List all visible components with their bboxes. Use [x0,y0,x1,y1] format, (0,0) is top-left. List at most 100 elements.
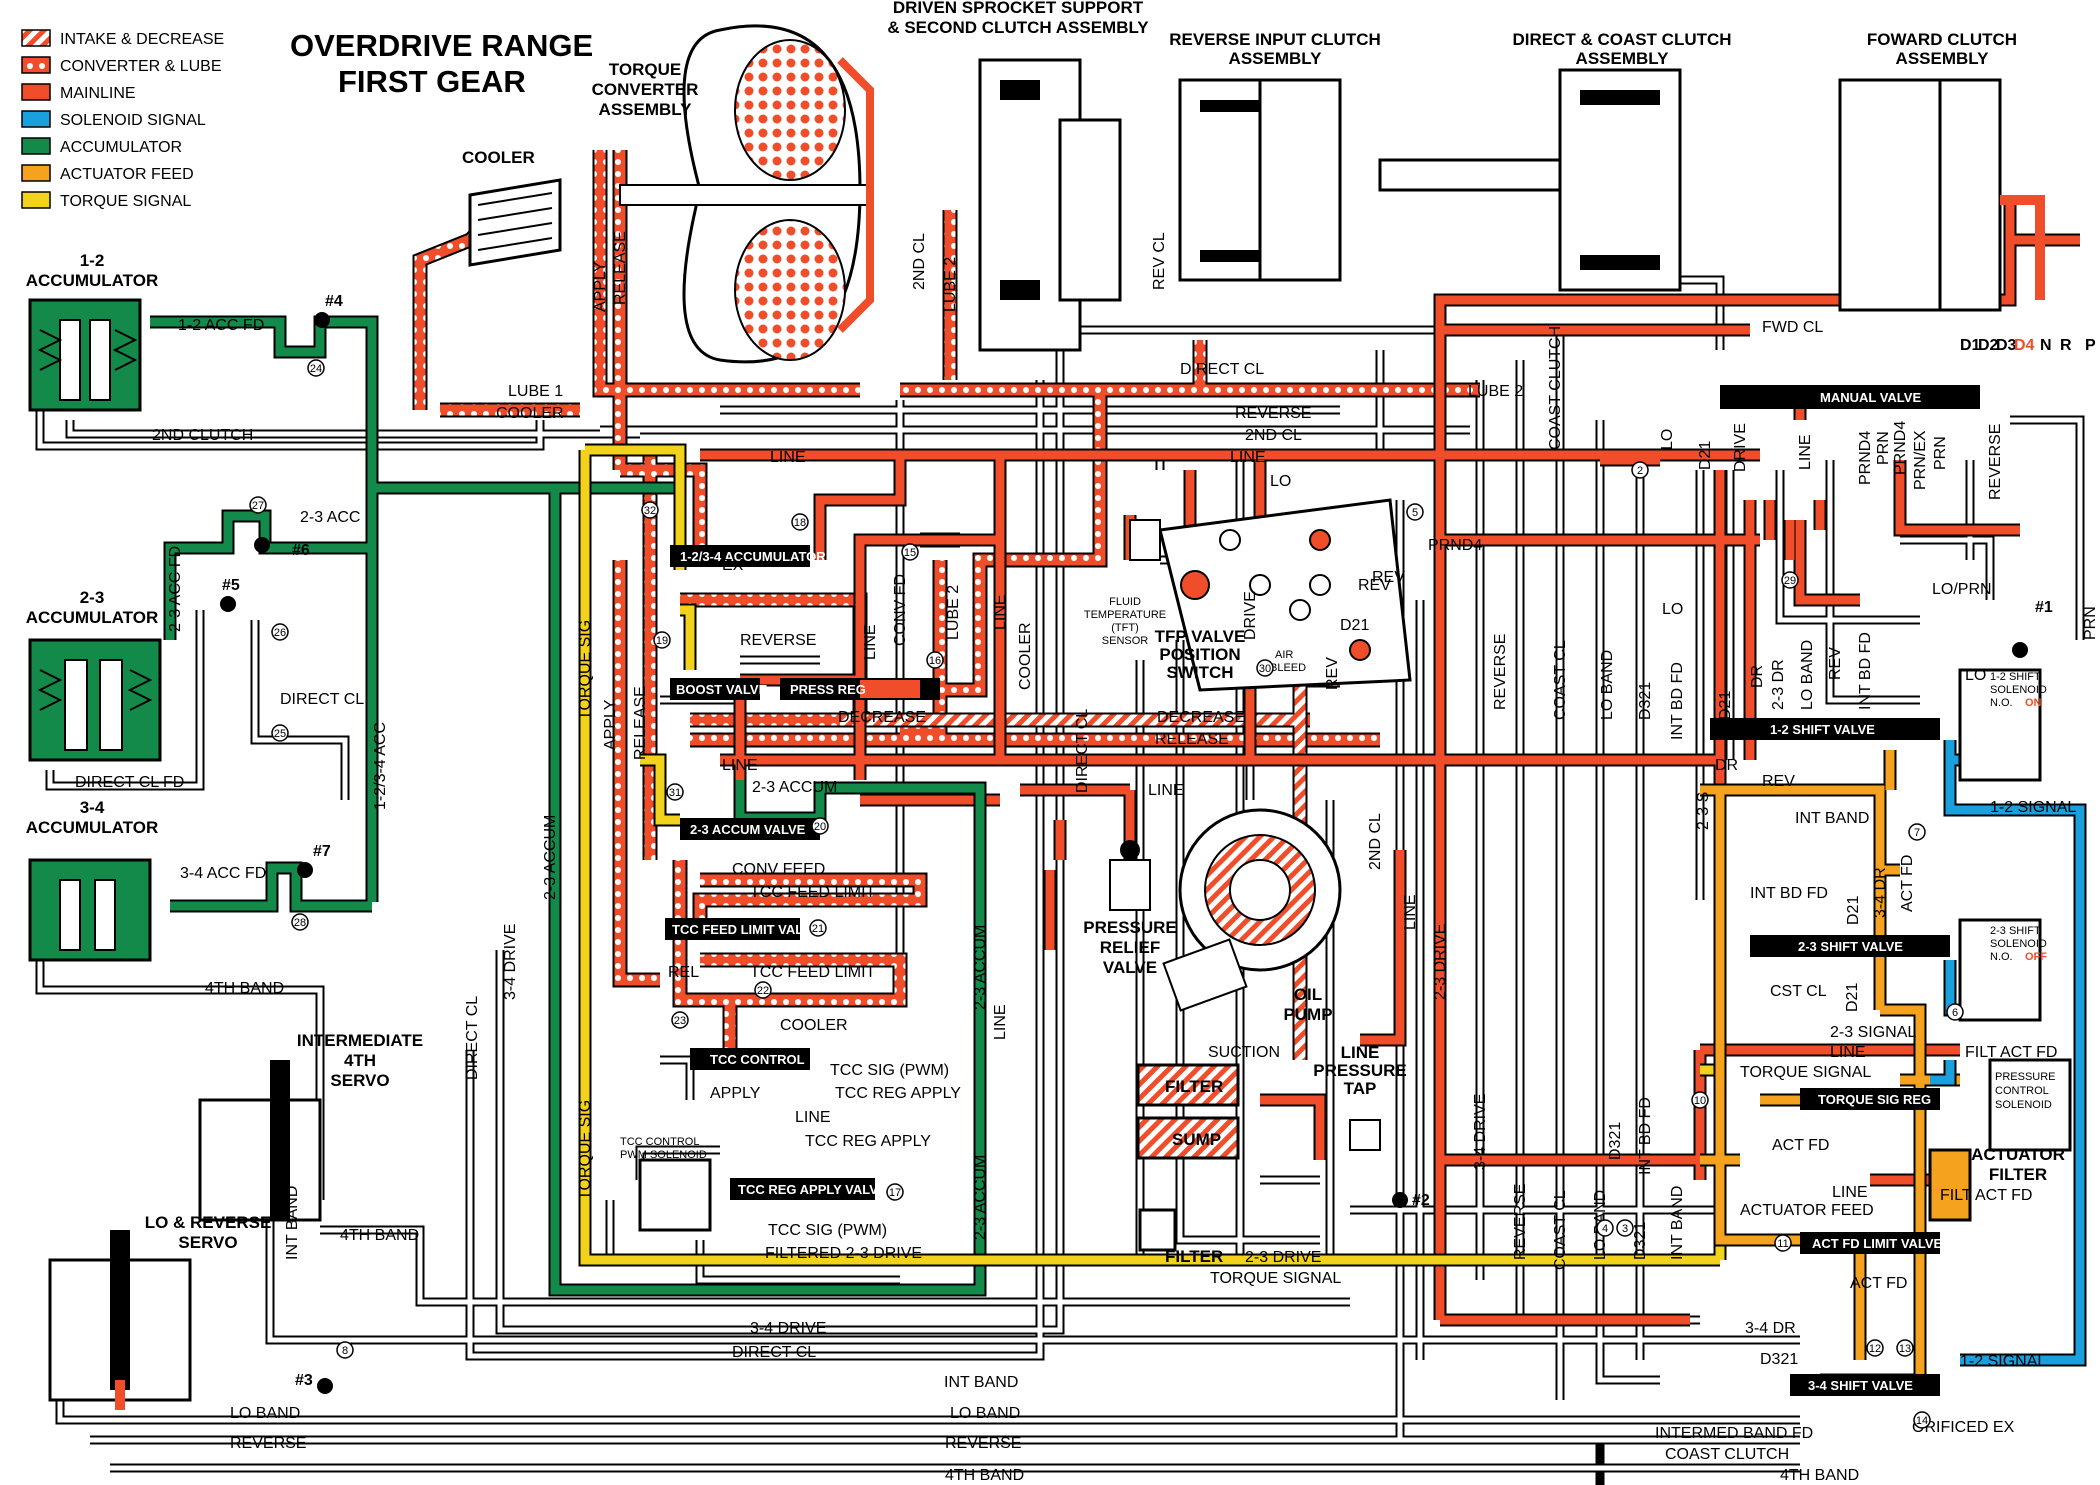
orifice-number: 15 [904,547,916,559]
orifice-marker [1406,503,1424,521]
tfp-label-3: SWITCH [1166,663,1233,682]
orifice-marker [926,651,944,669]
orifice-marker [809,919,827,937]
svg-text:#1: #1 [2035,599,2053,616]
forward-clutch-label-2: ASSEMBLY [1896,49,1990,68]
orifice-marker [1774,1234,1792,1252]
svg-text:N: N [2040,337,2052,354]
orifice-number: 5 [1412,507,1418,519]
svg-text:2ND CL: 2ND CL [911,233,928,290]
int-servo-label-2: 4TH [344,1051,376,1070]
pcs-label-1: PRESSURE [1995,1071,2056,1083]
orifice-number: 23 [674,1015,686,1027]
driven-label-1: DRIVEN SPROCKET SUPPORT [893,0,1144,17]
orifice-number: 30 [1259,663,1271,675]
svg-text:LINE: LINE [722,757,758,774]
manual-positions: D1 D2 D3 D4 N R P [1960,337,2096,354]
svg-text:P: P [2085,337,2096,354]
svg-text:APPLY: APPLY [592,261,609,312]
svg-text:3-4 DR: 3-4 DR [1872,867,1889,918]
svg-text:TCC REG APPLY VALVE: TCC REG APPLY VALVE [738,1182,887,1197]
svg-text:DR: DR [1749,665,1766,688]
svg-text:INT BD FD: INT BD FD [1637,1097,1654,1175]
orifice-marker [1631,461,1649,479]
svg-text:D21: D21 [1844,983,1861,1012]
pcs-body [1988,1058,2072,1152]
exhaust-passages-inner [37,277,2083,1471]
s23-state: OFF [2025,951,2047,963]
s23-body [1958,918,2042,1022]
orifice-marker [291,913,309,931]
s12-name-3: N.O. [1990,697,2013,709]
air-bleed-label-1: AIR [1275,649,1293,661]
valve-acc-1234: 1-2/3-4 ACCUMULATOR [670,545,826,567]
valve-shift-23: 2-3 SHIFT VALVE [1750,935,1950,957]
passage-labels: 1-2 ACC FD 2ND CLUTCH 2-3 ACC 2-3 ACC FD… [75,231,2099,1484]
forward-clutch [1838,78,2045,312]
svg-text:3-4 DRIVE: 3-4 DRIVE [1472,1094,1489,1170]
torque-converter-label-3: ASSEMBLY [599,100,693,119]
svg-text:REVERSE: REVERSE [1512,1184,1529,1260]
orifice-number: 4 [1602,1223,1608,1235]
orifice-marker [1596,1219,1614,1237]
int-servo-label-3: SERVO [330,1071,389,1090]
svg-text:TCC CONTROL: TCC CONTROL [710,1052,805,1067]
svg-text:#6: #6 [292,542,310,559]
svg-text:D321: D321 [1632,1222,1649,1260]
svg-text:D2: D2 [1978,337,1999,354]
svg-text:BOOST VALVE: BOOST VALVE [676,682,768,697]
svg-text:TCC FEED LIMIT: TCC FEED LIMIT [750,964,876,981]
svg-text:CST CL: CST CL [1770,983,1827,1000]
svg-text:REV: REV [1827,647,1844,680]
orifice-number: 2 [1637,465,1643,477]
legend-swatch [21,191,51,209]
svg-text:2-3 DRIVE: 2-3 DRIVE [1245,1249,1321,1266]
svg-text:INT BAND: INT BAND [944,1374,1018,1391]
orifice-marker [336,1341,354,1359]
svg-text:REV: REV [1358,577,1391,594]
svg-text:PRND4: PRND4 [1892,421,1909,475]
valve-torque-sig-reg: TORQUE SIG REG [1800,1088,1940,1110]
orifice-marker [791,513,809,531]
svg-text:DIRECT CL: DIRECT CL [464,996,481,1080]
svg-text:TCC REG APPLY: TCC REG APPLY [805,1133,931,1150]
direct-coast-clutch [1378,68,1682,292]
svg-text:TCC SIG (PWM): TCC SIG (PWM) [830,1062,949,1079]
svg-text:LINE: LINE [770,449,806,466]
svg-text:PRESS REG: PRESS REG [790,682,866,697]
svg-text:LINE: LINE [862,624,879,660]
legend-swatch [21,110,51,128]
legend-label: MAINLINE [60,85,136,102]
svg-text:PRND4: PRND4 [1857,431,1874,485]
svg-text:LINE: LINE [1402,894,1419,930]
svg-text:FILT ACT FD: FILT ACT FD [1965,1044,2057,1061]
svg-text:LINE: LINE [1797,434,1814,470]
svg-text:COAST CLUTCH: COAST CLUTCH [1547,326,1564,450]
legend-label: TORQUE SIGNAL [60,193,191,210]
svg-text:TCC FEED LIMIT: TCC FEED LIMIT [750,884,876,901]
svg-text:D21: D21 [1845,896,1862,925]
svg-text:4TH BAND: 4TH BAND [340,1227,419,1244]
svg-text:INT BD FD: INT BD FD [1669,662,1686,740]
relief-label-3: VALVE [1103,958,1157,977]
svg-text:1-2 ACC FD: 1-2 ACC FD [178,317,264,334]
valve-acc-23: 2-3 ACCUM VALVE [680,818,820,840]
svg-text:LINE: LINE [992,1004,1009,1040]
torque-converter [619,24,874,364]
svg-text:CONV FEED: CONV FEED [732,861,825,878]
svg-text:COOLER: COOLER [1017,622,1034,690]
svg-text:LINE: LINE [795,1109,831,1126]
orifice-marker [641,501,659,519]
svg-text:4TH BAND: 4TH BAND [1780,1467,1859,1484]
valve-manual: MANUAL VALVE [1720,385,1980,409]
suction-label: SUCTION [1208,1044,1280,1061]
reverse-input-label-1: REVERSE INPUT CLUTCH [1169,30,1381,49]
svg-text:REVERSE: REVERSE [1235,405,1311,422]
svg-text:REL: REL [668,964,699,981]
svg-text:DIRECT CL FD: DIRECT CL FD [75,774,184,791]
svg-text:LO BAND: LO BAND [950,1405,1020,1422]
orifice-marker [1896,1339,1914,1357]
svg-text:1-2 SHIFT VALVE: 1-2 SHIFT VALVE [1770,722,1875,737]
